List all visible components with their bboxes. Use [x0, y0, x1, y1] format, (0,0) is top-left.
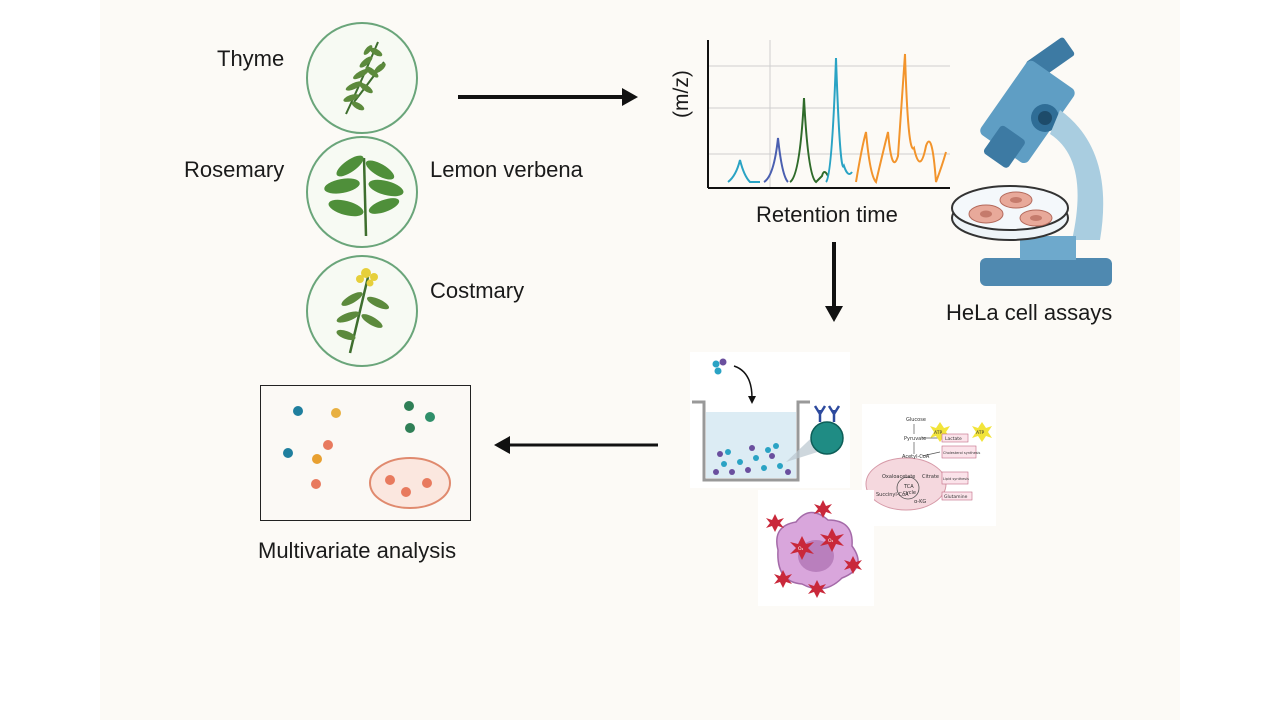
ros-symbol-1: O₂ [798, 546, 804, 552]
microscope-icon [980, 37, 1112, 286]
lemon-verbena-plant-icon [324, 155, 404, 237]
tca-cycle-node: cycle [903, 490, 916, 496]
peak-series-orange [855, 53, 947, 184]
hela-assay-label: HeLa cell assays [946, 300, 1113, 325]
atp-badge-2: ATP [976, 430, 984, 436]
binding-assay-diagram [692, 358, 844, 482]
peak-series-teal-2 [825, 57, 853, 183]
ros-cell-diagram: O₂ O₂ [766, 500, 862, 598]
glutamine-box: Glutamine [944, 494, 968, 500]
lactate-box: Lactate [945, 436, 962, 442]
pyruvate-node: Pyruvate [904, 436, 926, 442]
costmary-plant-icon [336, 268, 390, 354]
glucose-node: Glucose [906, 417, 926, 423]
metabolism-diagram: Glucose Pyruvate Acetyl-CoA Oxaloacetate… [865, 417, 992, 511]
akg-node: α-KG [914, 499, 926, 505]
arrow-right-icon [458, 88, 638, 106]
cholesterol-box: Cholesterol synthesis [943, 451, 981, 455]
multivariate-points [283, 401, 451, 509]
arrow-down-icon [825, 242, 843, 322]
oxaloacetate-node: Oxaloacetate [882, 474, 915, 480]
chromatogram-x-label: Retention time [756, 202, 898, 227]
citrate-node: Citrate [922, 474, 939, 480]
tca-node: TCA [903, 484, 914, 490]
lemon-verbena-label: Lemon verbena [430, 157, 583, 182]
ros-symbol-2: O₂ [828, 538, 834, 544]
thyme-label: Thyme [217, 46, 285, 71]
acetyl-coa-node: Acetyl-CoA [902, 454, 930, 460]
succinyl-coa-node: Succinyl-CoA [876, 492, 909, 498]
peak-series-teal-1 [727, 159, 760, 183]
costmary-label: Costmary [430, 278, 525, 303]
chromatogram [707, 40, 950, 189]
multivariate-label: Multivariate analysis [258, 538, 457, 563]
atp-badge-1: ATP [934, 430, 942, 436]
rosemary-label: Rosemary [184, 157, 285, 182]
arrow-left-icon [494, 436, 658, 454]
thyme-plant-icon [343, 41, 386, 115]
peak-series-green [789, 97, 829, 184]
lipid-box: Lipid synthesis [943, 477, 969, 481]
petri-dish-icon [951, 185, 1069, 241]
peak-series-blue [763, 137, 789, 183]
chromatogram-y-label: (m/z) [670, 70, 693, 118]
